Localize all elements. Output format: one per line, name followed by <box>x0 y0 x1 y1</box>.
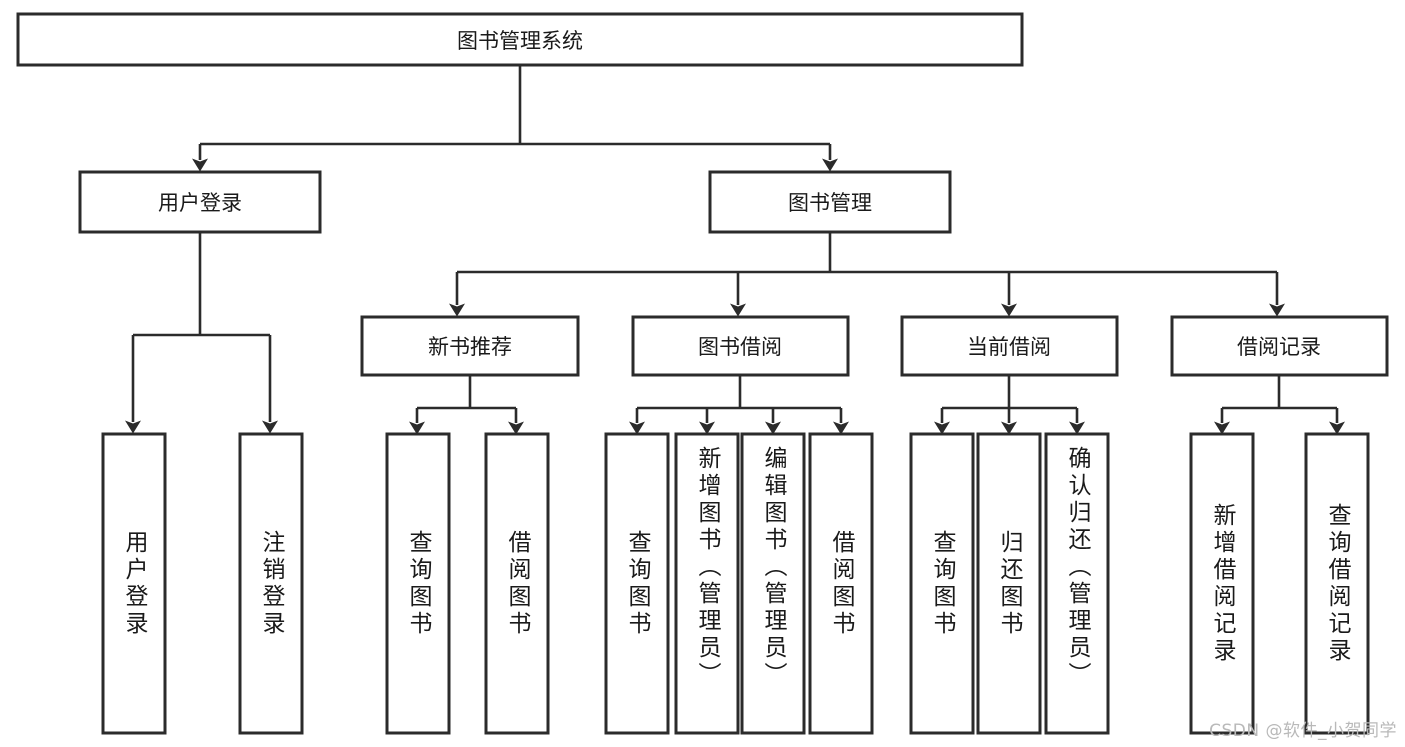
connector-new-book-recommend-to-leaves <box>409 375 524 435</box>
leaf-box[interactable] <box>1189 432 1255 735</box>
node-user-login[interactable]: 用户登录 <box>78 170 322 234</box>
node-current-borrow[interactable]: 当前借阅 <box>900 315 1119 377</box>
leaf-label: 查询图书 <box>405 530 433 638</box>
leaf-box[interactable] <box>238 432 304 735</box>
leaf-box[interactable] <box>909 432 975 735</box>
node-book-management-label: 图书管理 <box>788 191 872 215</box>
leaf-current-borrow-return[interactable]: 归还图书 <box>976 432 1042 735</box>
leaf-label: 借阅图书 <box>504 530 532 638</box>
leaf-box[interactable] <box>604 432 670 735</box>
node-current-borrow-box[interactable] <box>900 315 1119 377</box>
connector-user-login-to-leaves <box>125 232 278 434</box>
leaf-label: 用户登录 <box>121 530 149 638</box>
leaf-box[interactable] <box>1044 432 1110 735</box>
connector-root-to-level1 <box>192 65 838 172</box>
node-user-login-box[interactable] <box>78 170 322 234</box>
connector-current-borrow-to-leaves <box>934 375 1085 435</box>
node-new-book-recommend-label: 新书推荐 <box>428 335 512 359</box>
node-root[interactable]: 图书管理系统 <box>16 12 1024 67</box>
leaf-label: 编辑图书（管理员） <box>760 446 788 689</box>
leaf-label: 查询图书 <box>624 530 652 638</box>
leaf-label: 借阅图书 <box>828 530 856 638</box>
leaf-box[interactable] <box>674 432 740 735</box>
leaf-current-borrow-confirm[interactable]: 确认归还（管理员） <box>1044 432 1110 735</box>
node-current-borrow-label: 当前借阅 <box>967 335 1051 359</box>
node-user-login-label: 用户登录 <box>158 191 242 215</box>
node-root-box[interactable] <box>16 12 1024 67</box>
leaf-borrow-record-query[interactable]: 查询借阅记录 <box>1304 432 1370 735</box>
node-new-book-recommend[interactable]: 新书推荐 <box>360 315 580 377</box>
leaf-box[interactable] <box>1304 432 1370 735</box>
node-book-borrow-label: 图书借阅 <box>698 335 782 359</box>
leaf-borrow-record-add[interactable]: 新增借阅记录 <box>1189 432 1255 735</box>
node-root-label: 图书管理系统 <box>457 29 583 53</box>
node-new-book-recommend-box[interactable] <box>360 315 580 377</box>
leaf-user-login-logout[interactable]: 注销登录 <box>238 432 304 735</box>
leaf-box[interactable] <box>101 432 167 735</box>
leaf-book-borrow-borrow[interactable]: 借阅图书 <box>808 432 874 735</box>
node-borrow-record[interactable]: 借阅记录 <box>1170 315 1389 377</box>
leaf-current-borrow-query[interactable]: 查询图书 <box>909 432 975 735</box>
leaf-label: 查询图书 <box>929 530 957 638</box>
connector-book-management-to-level2 <box>449 232 1285 317</box>
connector-borrow-record-to-leaves <box>1214 375 1345 435</box>
leaf-label: 新增图书（管理员） <box>694 446 722 689</box>
node-book-borrow[interactable]: 图书借阅 <box>631 315 850 377</box>
leaf-label: 查询借阅记录 <box>1324 503 1352 665</box>
leaf-box[interactable] <box>484 432 550 735</box>
node-borrow-record-label: 借阅记录 <box>1237 335 1321 359</box>
leaf-box[interactable] <box>976 432 1042 735</box>
leaf-box[interactable] <box>808 432 874 735</box>
leaf-label: 注销登录 <box>258 530 286 638</box>
leaf-book-borrow-query[interactable]: 查询图书 <box>604 432 670 735</box>
leaf-book-borrow-add[interactable]: 新增图书（管理员） <box>674 432 740 735</box>
leaf-new-book-borrow[interactable]: 借阅图书 <box>484 432 550 735</box>
leaf-new-book-query[interactable]: 查询图书 <box>385 432 451 735</box>
node-book-management[interactable]: 图书管理 <box>708 170 952 234</box>
leaf-box[interactable] <box>740 432 806 735</box>
connector-book-borrow-to-leaves <box>629 375 849 435</box>
leaf-label: 新增借阅记录 <box>1209 503 1237 665</box>
leaf-label: 确认归还（管理员） <box>1064 446 1092 689</box>
leaf-label: 归还图书 <box>996 530 1024 638</box>
leaf-book-borrow-edit[interactable]: 编辑图书（管理员） <box>740 432 806 735</box>
leaf-user-login-login[interactable]: 用户登录 <box>101 432 167 735</box>
leaf-box[interactable] <box>385 432 451 735</box>
